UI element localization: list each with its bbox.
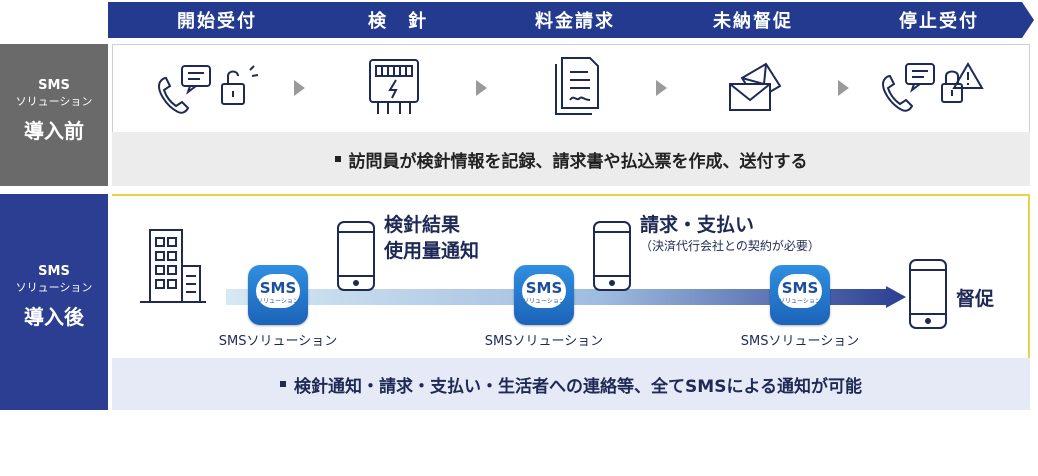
envelopes-icon [729, 62, 782, 111]
arrow-2 [476, 80, 487, 96]
arrow-1 [294, 80, 305, 96]
phone-chat-lock-warning-icon [882, 62, 984, 112]
sms-caption-1: SMSソリューション [218, 334, 338, 349]
document-signature-icon [555, 57, 599, 115]
sms-caption-2: SMSソリューション [484, 334, 604, 349]
bullet-icon [280, 381, 287, 387]
smartphone-icon-3 [909, 259, 947, 329]
building-icon [140, 229, 206, 303]
step-3: 料金請求 [470, 2, 662, 38]
step-1: 開始受付 [108, 2, 308, 38]
sms-badge-1: SMS ソリューション [248, 265, 308, 325]
after-description: 検針通知・請求・支払い・生活者への連絡等、全てSMSによる通知が可能 [112, 358, 1030, 410]
step-2: 検 針 [294, 2, 484, 38]
after-label: SMS ソリューション 導入後 [0, 194, 108, 410]
process-steps: 開始受付 検 針 料金請求 未納督促 停止受付 [108, 2, 1034, 38]
arrow-3 [656, 80, 667, 96]
smartphone-icon-1 [337, 221, 375, 291]
sms-badge-3: SMS ソリューション [770, 265, 830, 325]
notice-2: 請求・支払い （決済代行会社との契約が必要） [640, 214, 820, 253]
phone-chat-unlock-icon [158, 65, 259, 114]
bullet-icon [334, 156, 341, 162]
step-5: 停止受付 [826, 2, 1034, 38]
before-description: 訪問員が検針情報を記録、請求書や払込票を作成、送付する [112, 132, 1030, 186]
meter-icon [369, 59, 419, 114]
step-4: 未納督促 [648, 2, 840, 38]
notice-3: 督促 [956, 288, 995, 310]
sms-caption-3: SMSソリューション [740, 334, 860, 349]
arrow-4 [838, 80, 849, 96]
sms-badge-2: SMS ソリューション [514, 265, 574, 325]
notice-1: 検針結果 使用量通知 [384, 214, 480, 262]
smartphone-icon-2 [593, 221, 631, 291]
before-label: SMS ソリューション 導入前 [0, 44, 108, 186]
